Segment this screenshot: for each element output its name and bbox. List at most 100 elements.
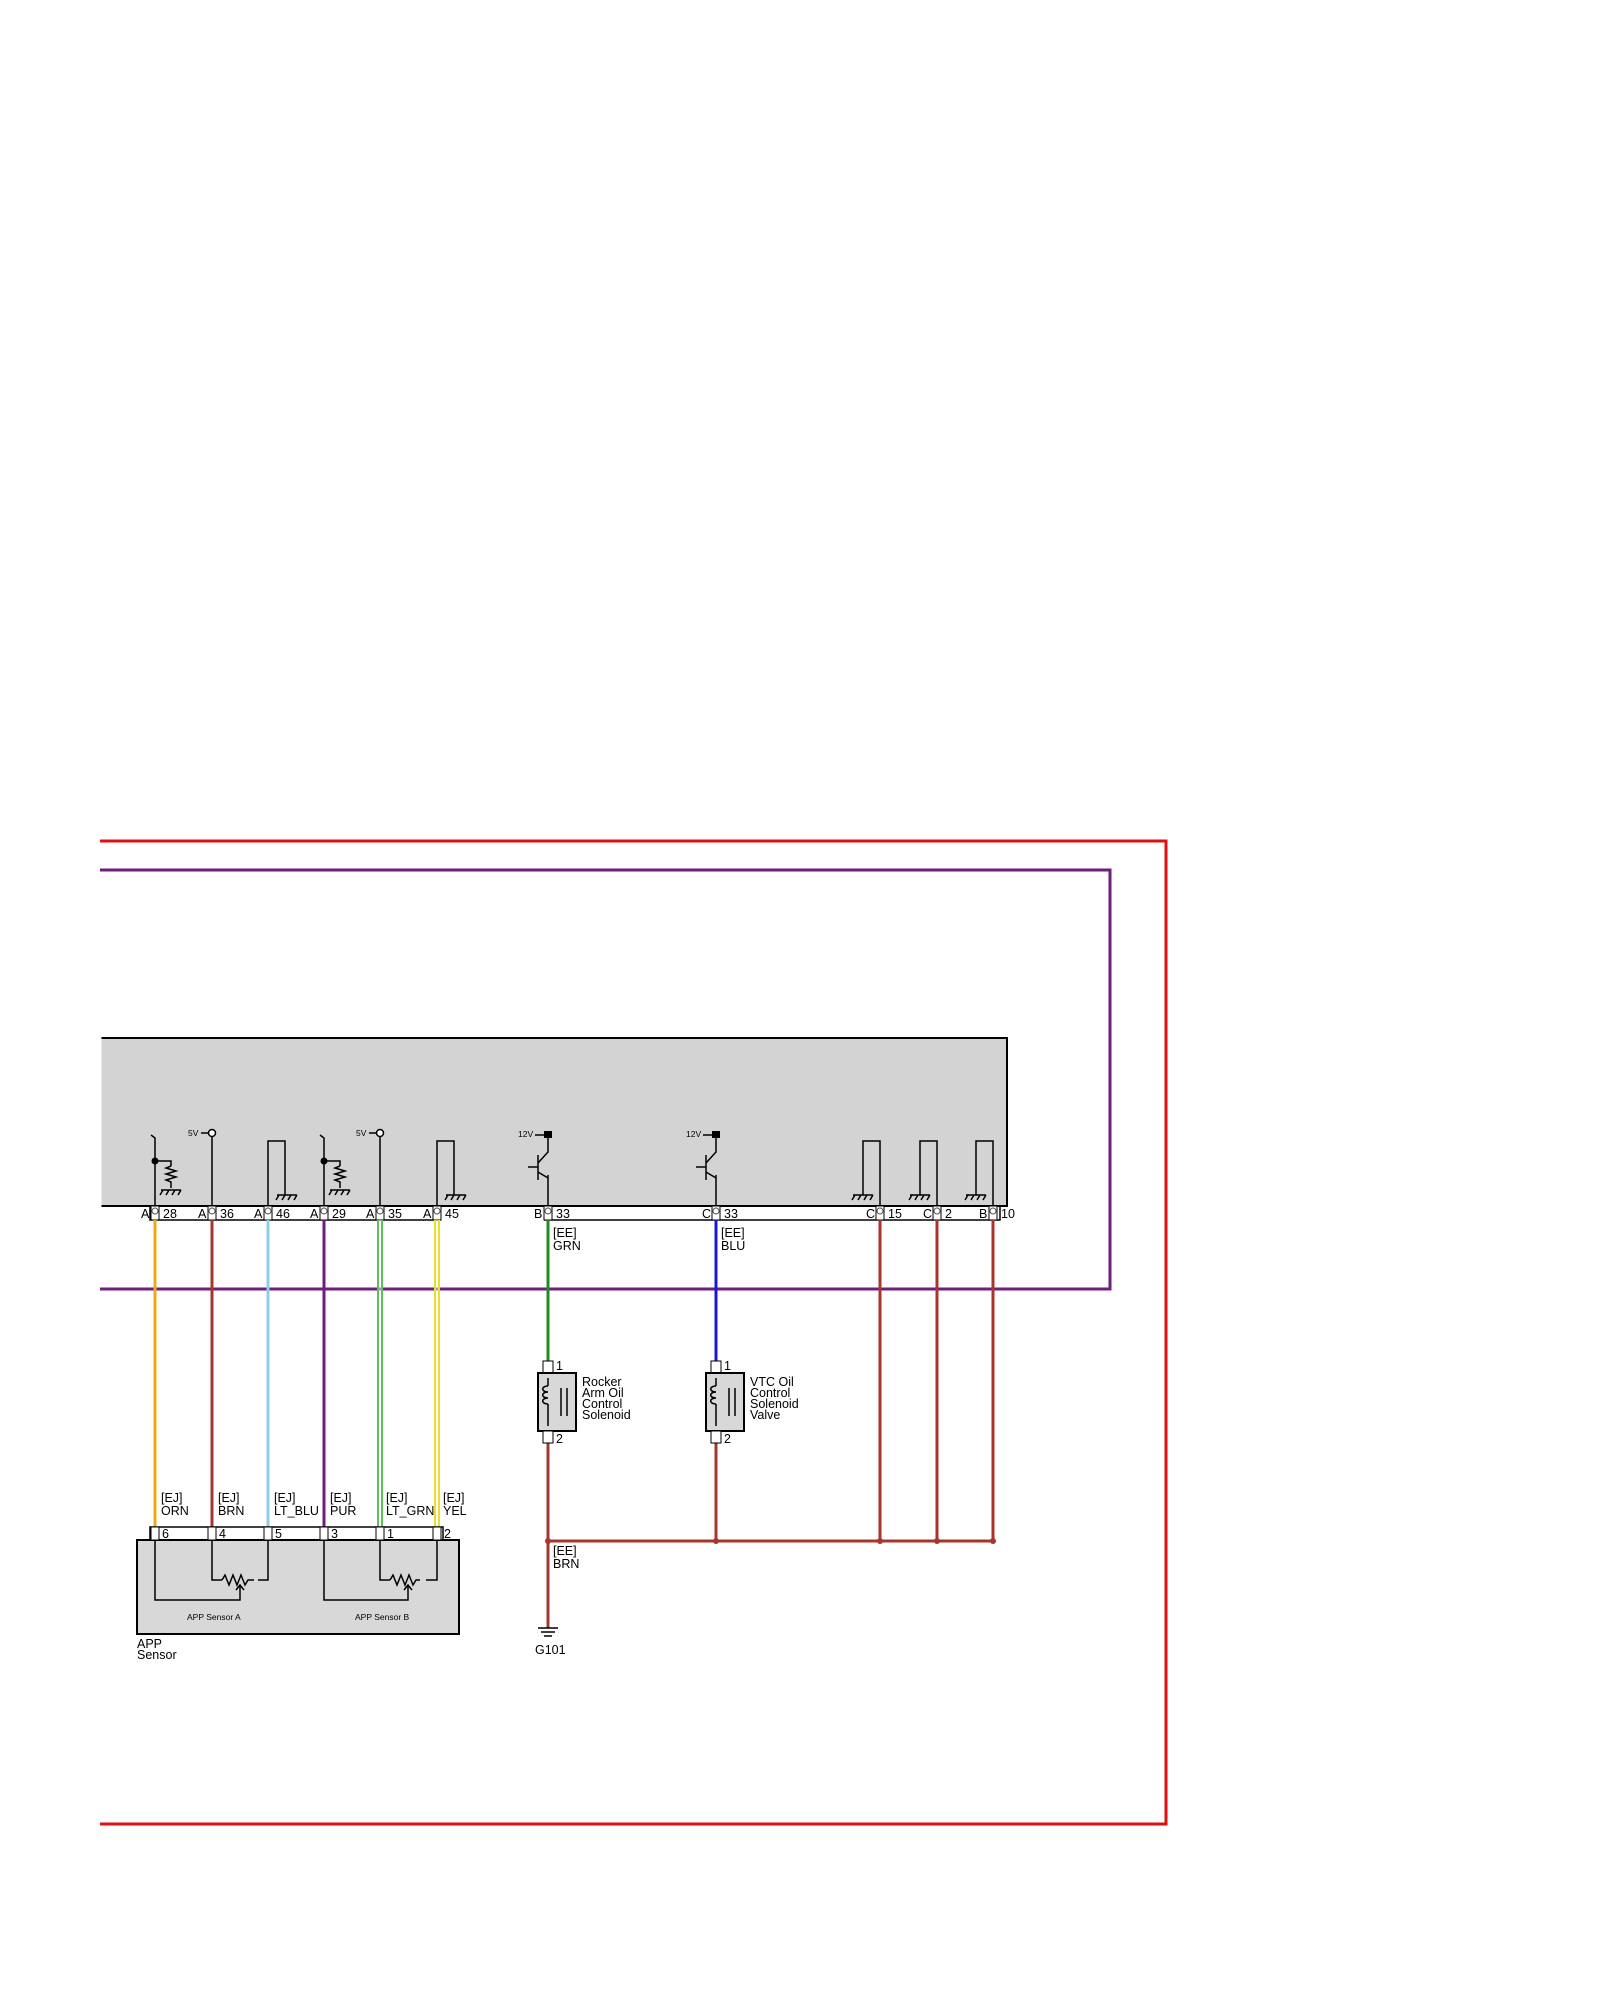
rocker-pin-top: 1: [556, 1359, 563, 1373]
vtc-label-1: VTC Oil: [750, 1375, 794, 1389]
battery-terminal-icon: [712, 1131, 720, 1138]
ecm-pin-circuit-A28: [150, 1134, 182, 1206]
pin-ring: [876, 1207, 884, 1215]
solenoid-coil-icon: [542, 1378, 549, 1426]
app-pin-terminal: [150, 1526, 160, 1541]
pin-ring: [208, 1207, 216, 1215]
rocker-label-1: Rocker: [582, 1375, 622, 1389]
vtc-pin1-terminal: [710, 1360, 722, 1374]
ground-label: G101: [535, 1643, 566, 1657]
splice-dot: [713, 1538, 719, 1544]
transistor-icon: [705, 1138, 717, 1179]
chassis-ground-icon: [275, 1194, 298, 1201]
ecm-pin-circuit-B10: [964, 1140, 994, 1206]
app-pin-number: 4: [219, 1527, 226, 1541]
pin-ring: [989, 1207, 997, 1215]
pin-ring: [433, 1207, 441, 1215]
vtc-pin2-terminal: [710, 1430, 722, 1444]
power-loop-red: [100, 839, 1168, 1826]
ecm-pin-connector-letter: A: [198, 1207, 207, 1221]
chassis-ground-icon: [328, 1189, 351, 1196]
ecm-pin-circuit-C2: [908, 1140, 938, 1206]
ecm-pin-number: 33: [724, 1207, 738, 1221]
chassis-ground-icon: [908, 1194, 931, 1201]
rocker-pin1-terminal: [542, 1360, 554, 1374]
chassis-ground-icon: [159, 1189, 182, 1196]
rocker-label-3: Control: [582, 1397, 622, 1411]
app-sensor-a-circuit: [154, 1540, 269, 1601]
app-pin-terminal: [432, 1526, 442, 1541]
vtc-label-4: Valve: [750, 1408, 780, 1422]
app-sensor-title-2: Sensor: [137, 1648, 177, 1662]
rocker-arm-solenoid: 1 2 Rocker Arm Oil Control Solenoid: [537, 1359, 631, 1446]
ecm-pin-number: 29: [332, 1207, 346, 1221]
ecm-ground-line: [975, 1140, 994, 1206]
voltage-label: 5V: [188, 1128, 199, 1138]
wire-color-label: BRN: [553, 1557, 579, 1571]
chassis-ground-icon: [964, 1194, 987, 1201]
wire-color-label: LT_BLU: [274, 1504, 319, 1518]
pin-ring: [376, 1207, 384, 1215]
rocker-pin2-terminal: [542, 1430, 554, 1444]
harness-wire-labels: [EJ]ORN[EJ]BRN[EJ]LT_BLU[EJ]PUR[EJ]LT_GR…: [161, 1226, 745, 1571]
ecm-pin-number: 28: [163, 1207, 177, 1221]
app-pin-terminal: [207, 1526, 217, 1541]
ecm-pin-circuit-A29: [319, 1134, 351, 1206]
wire-color-label: ORN: [161, 1504, 189, 1518]
ecm-pullup-line: [155, 1160, 172, 1166]
ecm-pin-number: 33: [556, 1207, 570, 1221]
ecm-pin-number: 15: [888, 1207, 902, 1221]
ecm-switch-line: [319, 1134, 325, 1206]
harness-wires: [151, 1207, 997, 1541]
vtc-label-3: Solenoid: [750, 1397, 799, 1411]
ecm-switch-line: [150, 1134, 156, 1206]
can-loop-purple: [100, 868, 1112, 1291]
splice-dot: [934, 1538, 940, 1544]
wire-harness-label: [EJ]: [386, 1491, 408, 1505]
wire-harness-label: [EE]: [553, 1544, 577, 1558]
ecm-pin-circuit-B33: 12V: [518, 1129, 552, 1206]
ecm-return-line: [436, 1140, 455, 1206]
app-pin-number: 1: [387, 1527, 394, 1541]
ecm-pin-number: 45: [445, 1207, 459, 1221]
pin-ring: [151, 1207, 159, 1215]
ecm-module: [98, 1037, 1008, 1221]
vtc-oil-control-solenoid: 1 2 VTC Oil Control Solenoid Valve: [705, 1359, 799, 1446]
ecm-pin-connector-letter: B: [534, 1207, 542, 1221]
app-pin-number: 6: [162, 1527, 169, 1541]
wire-harness-label: [EE]: [721, 1226, 745, 1240]
app-sensor-b-circuit: [323, 1540, 438, 1601]
wire-color-label: GRN: [553, 1239, 581, 1253]
app-pin-terminal: [375, 1526, 385, 1541]
pin-ring: [712, 1207, 720, 1215]
ecm-pin-circuit-A35: 5V: [356, 1128, 385, 1206]
app-sensor-connector-strip: [149, 1526, 444, 1541]
app-pin-terminal: [319, 1526, 329, 1541]
rocker-label-4: Solenoid: [582, 1408, 631, 1422]
purple-loop-wire: [100, 868, 1112, 1291]
ecm-pin-circuit-A46: [267, 1140, 298, 1206]
ground-bus-splices: [545, 1538, 996, 1544]
wire-harness-label: [EE]: [553, 1226, 577, 1240]
app-pin-number: 2: [444, 1527, 451, 1541]
wire-harness-label: [EJ]: [161, 1491, 183, 1505]
ecm-pin-number: 35: [388, 1207, 402, 1221]
ecm-pin-number: 46: [276, 1207, 290, 1221]
ground-g101: G101: [535, 1627, 566, 1657]
ecm-pin-connector-letter: A: [254, 1207, 263, 1221]
wire-color-label: PUR: [330, 1504, 356, 1518]
rocker-label-2: Arm Oil: [582, 1386, 624, 1400]
ecm-ground-line: [862, 1140, 881, 1206]
ecm-box: [99, 1037, 1008, 1207]
app-sensor-body: [136, 1539, 460, 1635]
pin-ring: [933, 1207, 941, 1215]
battery-terminal-icon: [544, 1131, 552, 1138]
pin-ring: [320, 1207, 328, 1215]
ecm-pin-number: 10: [1001, 1207, 1015, 1221]
app-sensor-title-1: APP: [137, 1637, 162, 1651]
pin-ring: [264, 1207, 272, 1215]
rocker-pin-bottom: 2: [556, 1432, 563, 1446]
ecm-pin-connector-letter: B: [979, 1207, 987, 1221]
